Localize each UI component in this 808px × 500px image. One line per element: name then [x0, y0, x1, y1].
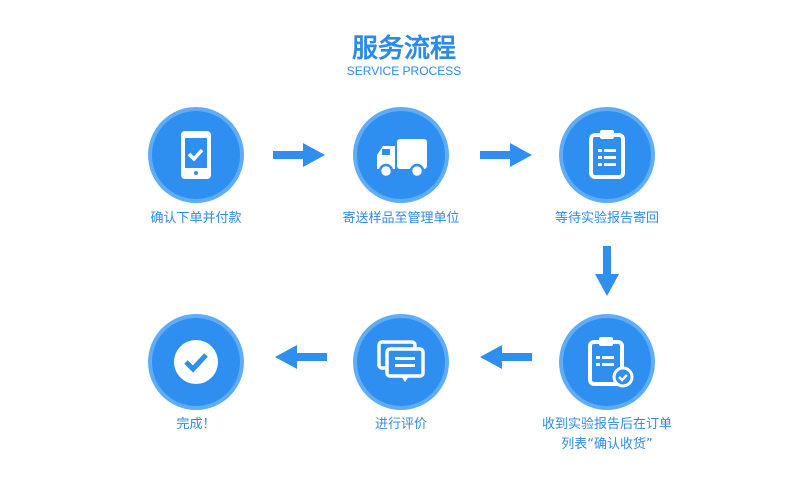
step-3-label: 等待实验报告寄回 — [554, 211, 659, 226]
clipboard-check-icon — [588, 337, 634, 388]
arrow-right-icon — [480, 143, 532, 167]
truck-icon — [377, 139, 427, 179]
check-circle-icon — [174, 340, 218, 384]
arrow-right-icon — [273, 143, 325, 167]
step-5-circle — [357, 318, 445, 406]
page-title: 服务流程 — [351, 34, 456, 64]
step-1-label: 确认下单并付款 — [150, 211, 242, 226]
arrow-left-icon — [480, 345, 532, 369]
clipboard-icon — [589, 130, 625, 179]
phone-check-icon — [181, 131, 211, 179]
step-3-circle — [563, 111, 651, 199]
step-2-circle — [357, 111, 445, 199]
step-4-label: 收到实验报告后在订单列表“确认收货” — [507, 415, 707, 455]
step-5-label: 进行评价 — [374, 417, 427, 432]
step-1-circle — [152, 111, 240, 199]
step-4-label-line1: 收到实验报告后在订单 — [541, 417, 672, 432]
step-4-circle — [563, 318, 651, 406]
step-6-circle — [152, 318, 240, 406]
arrow-left-icon — [275, 345, 327, 369]
arrow-down-icon — [595, 246, 619, 296]
page-subtitle: SERVICE PROCESS — [346, 64, 462, 78]
step-6-label: 完成！ — [176, 417, 216, 432]
chat-icon — [377, 340, 425, 382]
step-4-label-line2: 列表“确认收货” — [561, 437, 653, 452]
step-2-label: 寄送样品至管理单位 — [342, 211, 460, 226]
